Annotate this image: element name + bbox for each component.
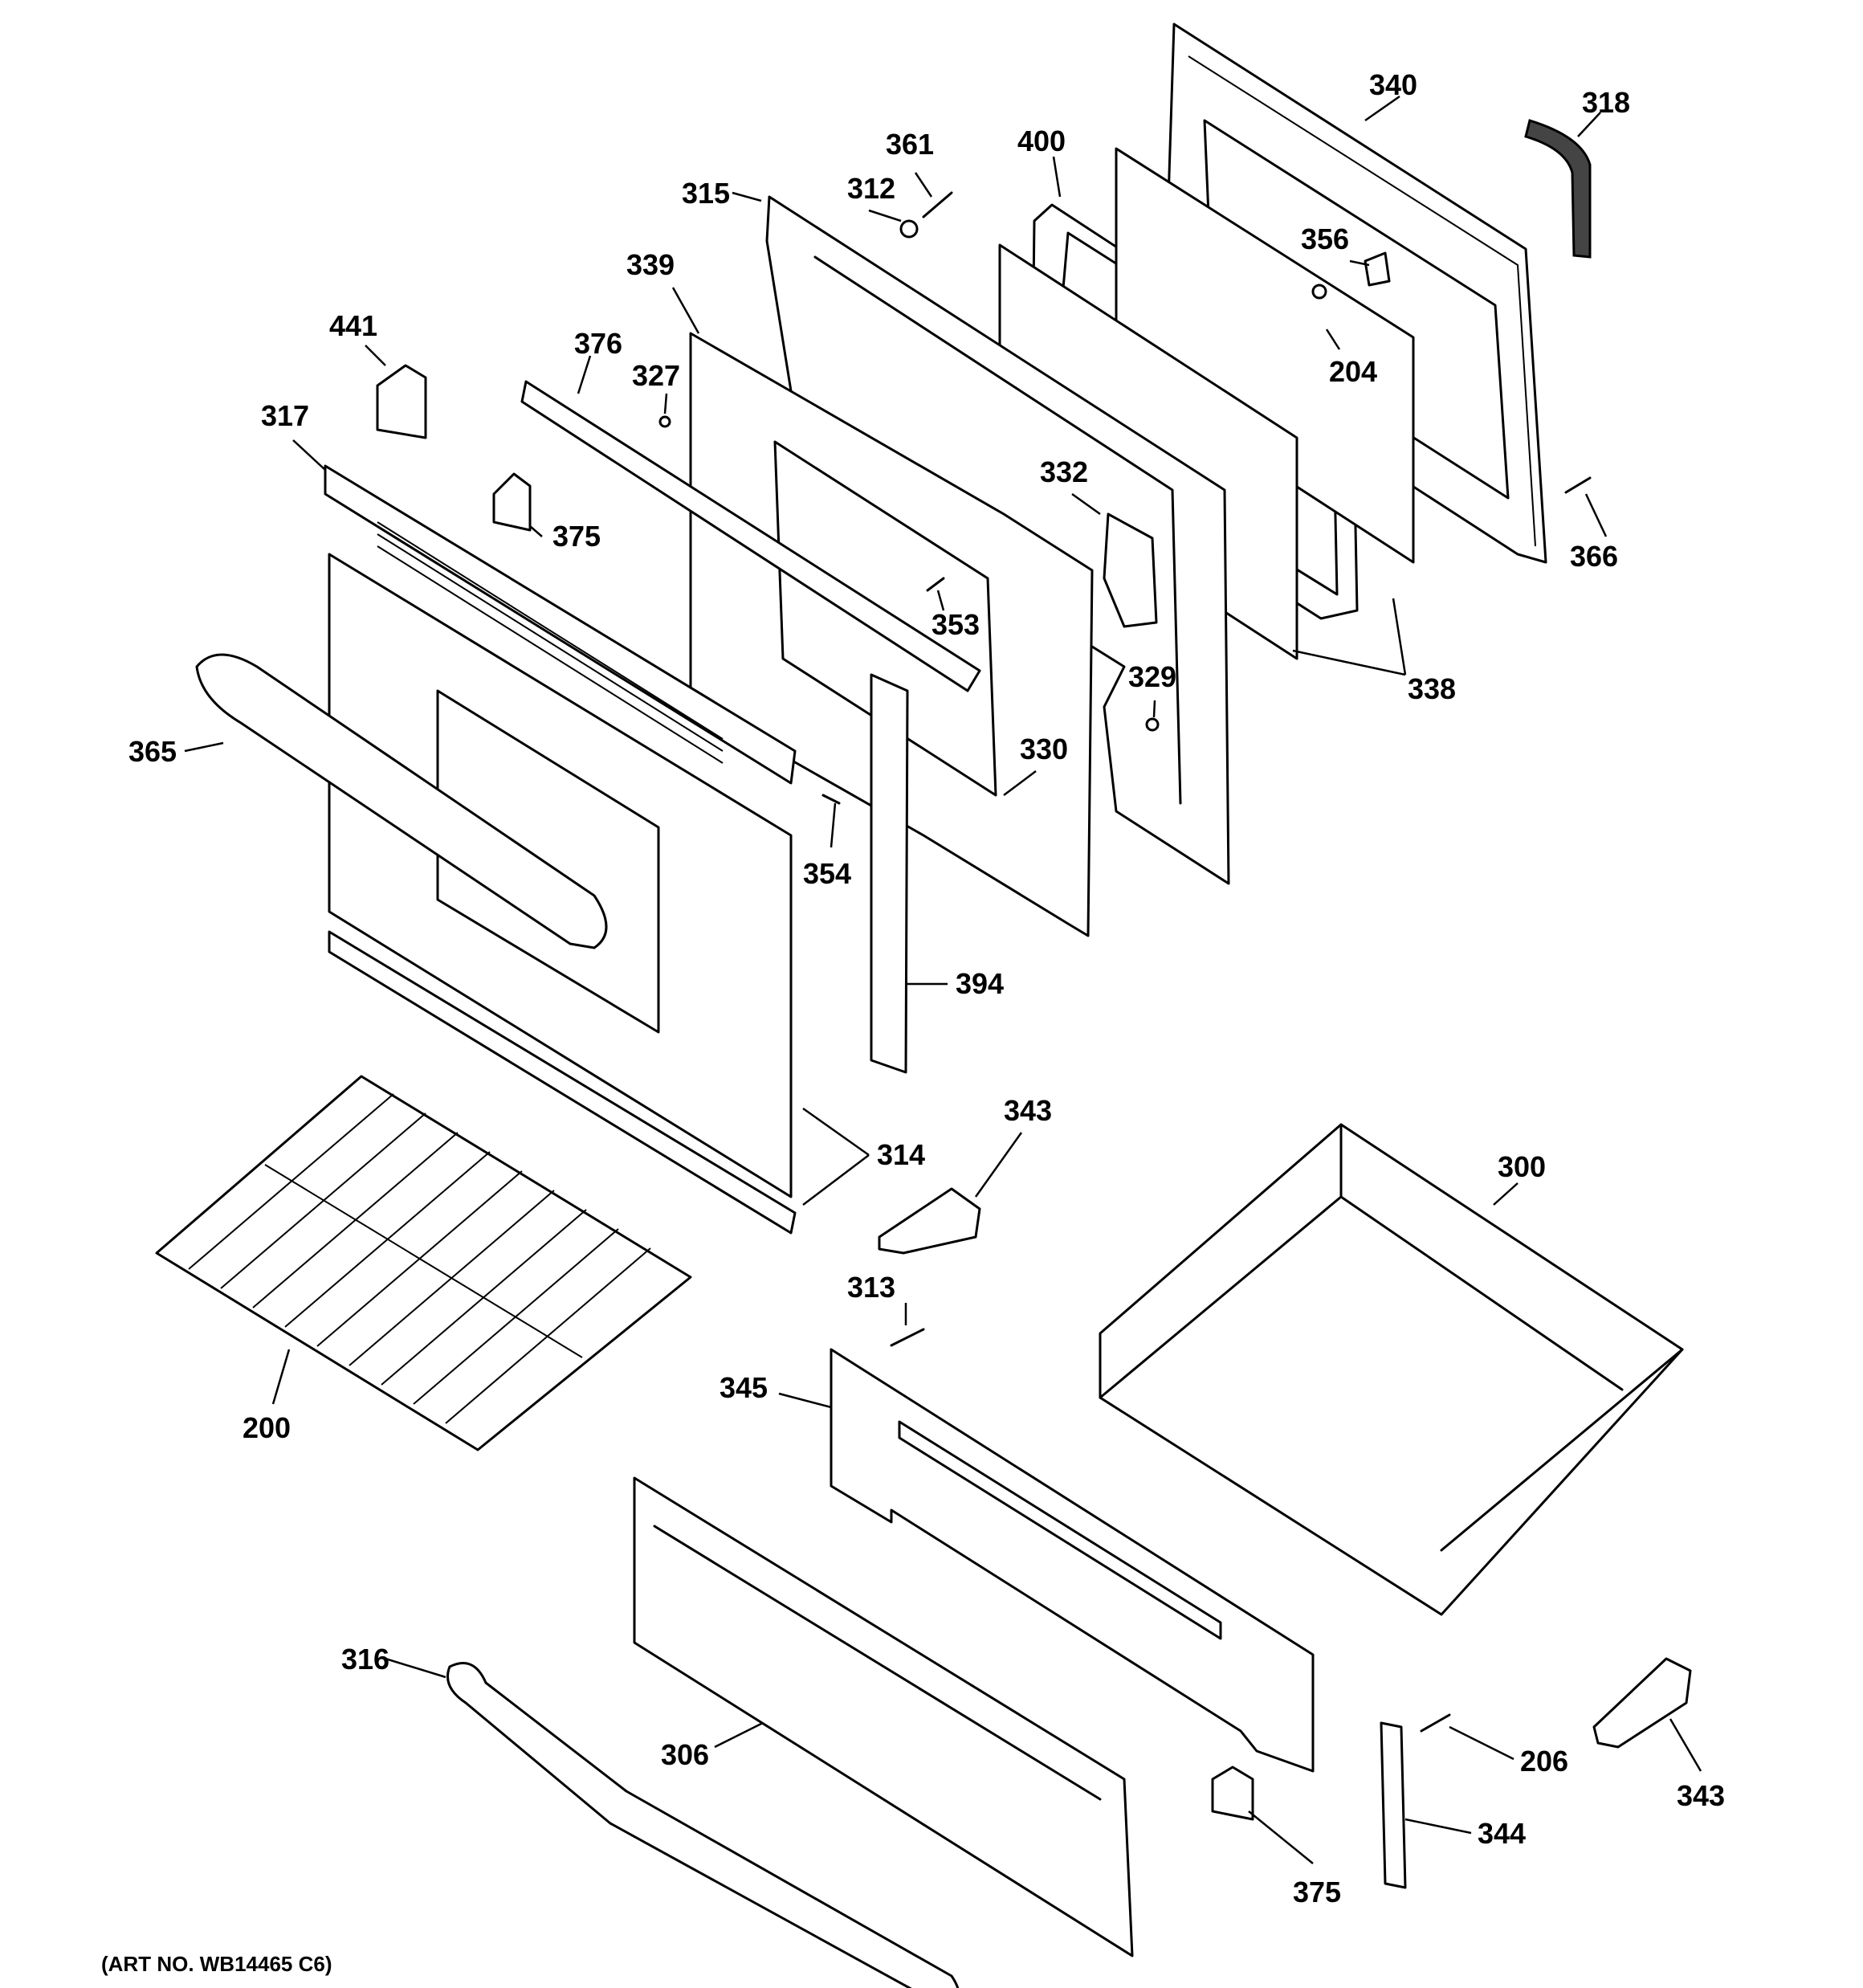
- art-number: (ART NO. WB14465 C6): [101, 1952, 332, 1976]
- part-300-drawer-box: [1099, 1123, 1684, 1616]
- part-376-vent-trim: [520, 380, 981, 692]
- part-394-side-post: [870, 673, 909, 1074]
- label-317: 317: [261, 399, 309, 432]
- label-339: 339: [626, 248, 675, 281]
- part-labels: 340 318 400 361 315 312 356 339 204 441 …: [128, 68, 1725, 1908]
- part-314-door-trim: [328, 930, 797, 1235]
- label-344: 344: [1478, 1817, 1526, 1850]
- part-375-bracket-lower: [1211, 1766, 1254, 1821]
- label-315: 315: [682, 177, 730, 210]
- label-338: 338: [1408, 672, 1456, 705]
- part-343-slide-upper: [878, 1187, 981, 1255]
- label-204: 204: [1329, 355, 1377, 388]
- label-356: 356: [1301, 222, 1349, 255]
- part-441-hinge: [376, 364, 427, 439]
- label-306: 306: [661, 1738, 709, 1771]
- part-354-screw-icon: [821, 794, 841, 805]
- label-375: 375: [552, 520, 601, 553]
- label-318: 318: [1582, 86, 1630, 119]
- part-365-door-handle: [195, 653, 608, 949]
- part-204-screw-icon: [1311, 284, 1327, 300]
- label-316: 316: [341, 1643, 389, 1676]
- leader-lines: [184, 95, 1702, 1864]
- part-361-screw-icon: [922, 191, 953, 218]
- part-312-screw-icon: [899, 219, 919, 239]
- part-356-clip-icon: [1364, 251, 1391, 287]
- label-394: 394: [956, 967, 1004, 1000]
- label-330: 330: [1020, 733, 1068, 765]
- label-340: 340: [1369, 68, 1417, 101]
- part-345-drawer-panel: [830, 1348, 1315, 1773]
- screw-icons: [658, 191, 1592, 1733]
- label-329: 329: [1128, 660, 1176, 693]
- label-206: 206: [1520, 1745, 1568, 1778]
- label-365: 365: [128, 735, 177, 768]
- label-327: 327: [632, 359, 680, 392]
- label-343: 343: [1004, 1094, 1052, 1127]
- part-327-clip-icon: [658, 415, 671, 428]
- part-306-drawer-front: [633, 1476, 1134, 1957]
- label-375: 375: [1293, 1876, 1341, 1908]
- part-343-slide-lower: [1592, 1657, 1692, 1749]
- part-318-gasket: [1524, 119, 1592, 259]
- label-441: 441: [329, 309, 377, 342]
- part-206-screw-icon: [1420, 1713, 1451, 1733]
- part-329-screw-icon: [1145, 717, 1160, 732]
- part-344-bracket: [1380, 1721, 1407, 1889]
- label-332: 332: [1040, 455, 1088, 488]
- part-317-vent-panel: [324, 464, 797, 785]
- label-314: 314: [877, 1138, 925, 1171]
- label-400: 400: [1017, 125, 1066, 157]
- part-353-screw-icon: [926, 577, 945, 592]
- label-200: 200: [243, 1411, 291, 1444]
- label-354: 354: [803, 857, 851, 890]
- label-312: 312: [847, 172, 895, 205]
- part-200-oven-rack: [155, 1075, 692, 1451]
- part-316-drawer-handle: [446, 1662, 960, 1988]
- label-376: 376: [574, 327, 622, 360]
- label-366: 366: [1570, 540, 1618, 573]
- label-343: 343: [1677, 1779, 1725, 1812]
- part-313-screw-icon: [890, 1328, 925, 1347]
- part-332-bracket-icon: [1103, 512, 1158, 628]
- part-366-screw-icon: [1564, 476, 1592, 494]
- label-345: 345: [720, 1371, 768, 1404]
- label-361: 361: [886, 128, 934, 161]
- label-353: 353: [932, 608, 980, 641]
- label-300: 300: [1498, 1150, 1546, 1183]
- label-313: 313: [847, 1271, 895, 1304]
- part-375-bracket-upper: [492, 472, 532, 532]
